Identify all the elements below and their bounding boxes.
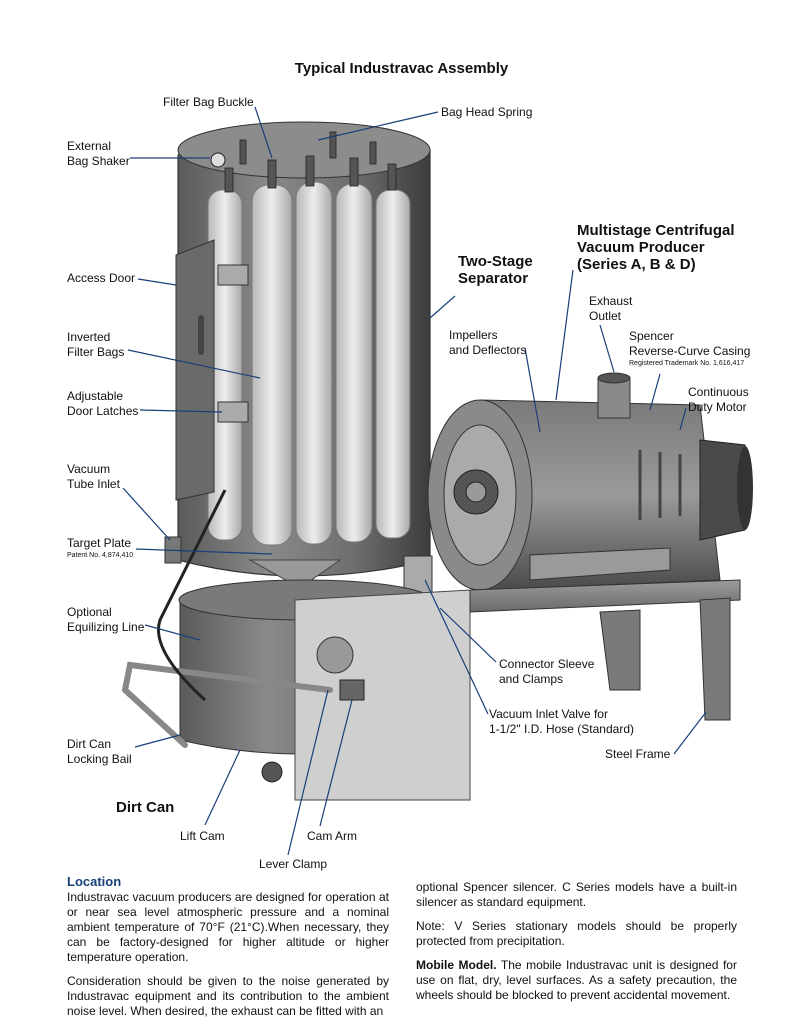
location-section: Location Industravac vacuum producers ar… <box>67 874 389 1028</box>
page-title: Typical Industravac Assembly <box>294 60 509 77</box>
mobile-text: The mobile Industravac unit is designed … <box>416 958 737 1002</box>
location-paragraph-2: Consideration should be given to the noi… <box>67 974 389 1018</box>
location-heading: Location <box>67 874 122 889</box>
two-stage-separator <box>164 121 433 597</box>
label-dirt-can: Dirt Can <box>116 799 175 816</box>
label-cam-arm: Cam Arm <box>307 829 358 843</box>
label-multistage-producer: Multistage Centrifugal Vacuum Producer (… <box>577 222 735 273</box>
silencer-paragraph: optional Spencer silencer. C Series mode… <box>416 880 737 909</box>
location-paragraph-1: Industravac vacuum producers are designe… <box>67 890 389 964</box>
mobile-paragraph: Mobile Model. The mobile Industravac uni… <box>416 958 737 1003</box>
label-steel-frame: Steel Frame <box>605 747 671 761</box>
filter-bags <box>207 181 411 546</box>
label-lever-clamp: Lever Clamp <box>259 857 328 871</box>
label-bag-head-spring: Bag Head Spring <box>441 105 533 119</box>
mobile-heading: Mobile Model. <box>416 958 497 972</box>
steel-frame <box>469 547 741 721</box>
leader-lines <box>122 106 707 856</box>
label-filter-bag-buckle: Filter Bag Buckle <box>163 95 254 109</box>
right-column: optional Spencer silencer. C Series mode… <box>416 880 737 1012</box>
label-access-door: Access Door <box>67 271 136 285</box>
vacuum-producer <box>427 372 753 591</box>
label-lift-cam: Lift Cam <box>180 829 225 843</box>
assembly-illustration <box>122 106 753 856</box>
note-paragraph: Note: V Series stationary models should … <box>416 919 737 948</box>
